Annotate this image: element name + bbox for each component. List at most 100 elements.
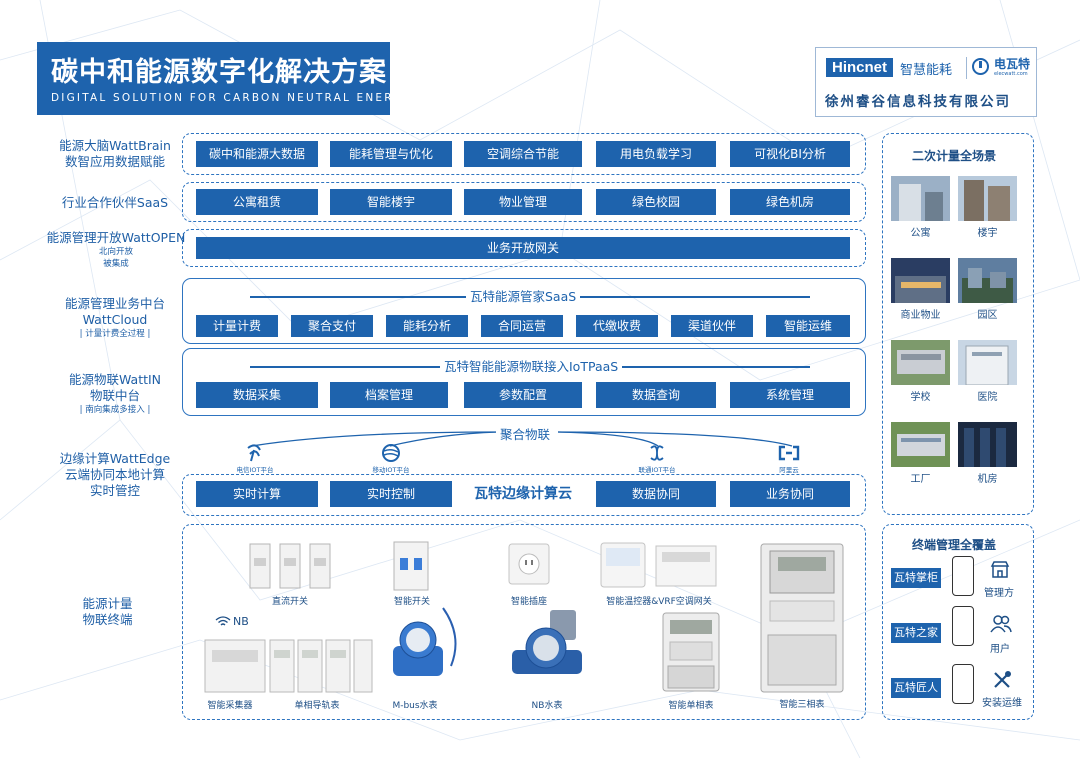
terminal-mgmt-frame xyxy=(882,524,1034,720)
iot-item-4[interactable]: 系统管理 xyxy=(730,382,850,408)
scene-photo-commercial xyxy=(891,258,950,303)
thermostat-gateway-image xyxy=(600,542,717,588)
terminal-label-line2: 物联终端 xyxy=(82,612,133,627)
saas-label: 行业合作伙伴SaaS xyxy=(61,195,169,210)
phone-icon-2 xyxy=(952,664,974,704)
iot-item-3[interactable]: 数据查询 xyxy=(596,382,716,408)
iot-label-small: | 南向集成多接入 | xyxy=(79,405,151,415)
scene-label-2: 商业物业 xyxy=(900,310,941,321)
cloud-label-line2: WattCloud xyxy=(82,312,148,327)
saas-item-3[interactable]: 绿色校园 xyxy=(596,189,716,215)
company-logo-box: Hincnet 智慧能耗 电瓦特 elecwatt.com 徐州睿谷信息科技有限… xyxy=(815,47,1037,117)
nb-label: NB xyxy=(233,615,249,628)
brain-item-0[interactable]: 碳中和能源大数据 xyxy=(196,141,318,167)
saas-item-1[interactable]: 智能楼宇 xyxy=(330,189,452,215)
edge-item-2[interactable]: 数据协同 xyxy=(596,481,716,507)
scene-label-7: 机房 xyxy=(977,474,998,485)
edge-label-line1: 边缘计算WattEdge xyxy=(59,451,171,466)
title-banner: 碳中和能源数字化解决方案 DIGITAL SOLUTION FOR CARBON… xyxy=(37,42,410,115)
platform-label-1: 移动IOT平台 xyxy=(372,466,410,474)
brain-label: 能源大脑WattBrain 数智应用数据赋能 xyxy=(40,138,190,170)
smart-switch-image xyxy=(393,541,429,591)
terminal-mgmt-title: 终端管理全覆盖 xyxy=(912,538,997,552)
app-tag-1[interactable]: 瓦特之家 xyxy=(891,623,941,643)
dianwate-url: elecwatt.com xyxy=(994,71,1028,77)
open-label: 能源管理开放WattOPEN 北向开放 被集成 xyxy=(36,230,196,270)
role-label-0: 管理方 xyxy=(984,588,1014,599)
aggregate-lines xyxy=(251,431,793,447)
dc-switch-image xyxy=(249,543,331,589)
app-tag-0[interactable]: 瓦特掌柜 xyxy=(891,568,941,588)
app-tag-2[interactable]: 瓦特匠人 xyxy=(891,678,941,698)
scene-label-3: 园区 xyxy=(977,310,998,321)
users-icon xyxy=(990,615,1012,633)
scene-label-1: 楼宇 xyxy=(977,228,998,239)
single-phase-meter-image xyxy=(662,612,720,692)
device-label-6: M-bus水表 xyxy=(392,701,438,711)
scene-photo-factory xyxy=(891,422,950,467)
scene-photo-apartment xyxy=(891,176,950,221)
cloud-item-5[interactable]: 渠道伙伴 xyxy=(671,315,753,337)
cloud-item-2[interactable]: 能耗分析 xyxy=(386,315,468,337)
open-label-small2: 被集成 xyxy=(103,259,129,269)
device-label-7: NB水表 xyxy=(531,701,563,711)
role-label-1: 用户 xyxy=(990,644,1010,655)
telecom-icon xyxy=(247,444,261,462)
saas-item-0[interactable]: 公寓租赁 xyxy=(196,189,318,215)
iot-item-1[interactable]: 档案管理 xyxy=(330,382,448,408)
iot-header: 瓦特智能能源物联接入IoTPaaS xyxy=(440,356,623,375)
saas-item-2[interactable]: 物业管理 xyxy=(464,189,582,215)
smart-socket-image xyxy=(508,543,550,585)
brain-frame xyxy=(182,133,866,175)
iot-item-2[interactable]: 参数配置 xyxy=(464,382,582,408)
mbus-water-meter-image xyxy=(393,607,457,676)
saas-frame xyxy=(182,182,866,222)
iot-item-0[interactable]: 数据采集 xyxy=(196,382,318,408)
mobile-icon xyxy=(382,444,400,462)
terminal-label: 能源计量 物联终端 xyxy=(40,596,175,628)
edge-item-3[interactable]: 业务协同 xyxy=(730,481,850,507)
aliyun-icon xyxy=(778,445,800,461)
collector-railmeter-image xyxy=(204,639,373,693)
device-label-9: 智能三相表 xyxy=(779,700,825,710)
edge-label-line3: 实时管控 xyxy=(89,483,140,498)
cloud-item-3[interactable]: 合同运营 xyxy=(481,315,563,337)
saas-item-4[interactable]: 绿色机房 xyxy=(730,189,850,215)
brain-item-1[interactable]: 能耗管理与优化 xyxy=(330,141,452,167)
wifi-icon xyxy=(215,616,231,626)
cloud-item-6[interactable]: 智能运维 xyxy=(766,315,850,337)
brain-label-line1: 能源大脑WattBrain xyxy=(59,138,171,153)
iot-label-line1: 能源物联WattIN xyxy=(68,372,162,387)
device-label-3: 智能温控器&VRF空调网关 xyxy=(606,597,712,607)
edge-item-1[interactable]: 实时控制 xyxy=(330,481,452,507)
cloud-item-0[interactable]: 计量计费 xyxy=(196,315,278,337)
open-gateway[interactable]: 业务开放网关 xyxy=(196,237,850,259)
brain-item-2[interactable]: 空调综合节能 xyxy=(464,141,582,167)
brain-item-3[interactable]: 用电负载学习 xyxy=(596,141,716,167)
scenes-frame xyxy=(882,133,1034,515)
cloud-label-small: | 计量计费全过程 | xyxy=(79,329,151,339)
brain-item-4[interactable]: 可视化BI分析 xyxy=(730,141,850,167)
shop-icon xyxy=(990,561,1010,578)
tools-icon xyxy=(994,671,1011,688)
edge-item-0[interactable]: 实时计算 xyxy=(196,481,318,507)
cloud-label-line1: 能源管理业务中台 xyxy=(64,296,165,311)
cloud-item-4[interactable]: 代缴收费 xyxy=(576,315,658,337)
scene-label-0: 公寓 xyxy=(910,228,931,239)
iot-label-small-text: 南向集成多接入 xyxy=(85,405,145,415)
page-title: 碳中和能源数字化解决方案 xyxy=(51,57,387,88)
scene-label-6: 工厂 xyxy=(910,474,931,485)
terminal-label-line1: 能源计量 xyxy=(82,596,133,611)
device-label-1: 智能开关 xyxy=(393,597,430,607)
aggregate-label: 聚合物联 xyxy=(496,424,555,443)
hincnet-logo: Hincnet xyxy=(826,58,894,77)
cloud-frame xyxy=(182,278,866,344)
iot-frame xyxy=(182,348,866,416)
cloud-item-1[interactable]: 聚合支付 xyxy=(291,315,373,337)
device-label-0: 直流开关 xyxy=(271,597,308,607)
scene-label-4: 学校 xyxy=(910,392,931,403)
iot-label-line2: 物联中台 xyxy=(89,388,140,403)
device-label-2: 智能插座 xyxy=(510,597,547,607)
edge-label-line2: 云端协同本地计算 xyxy=(64,467,165,482)
hincnet-tagline: 智慧能耗 xyxy=(900,63,953,78)
